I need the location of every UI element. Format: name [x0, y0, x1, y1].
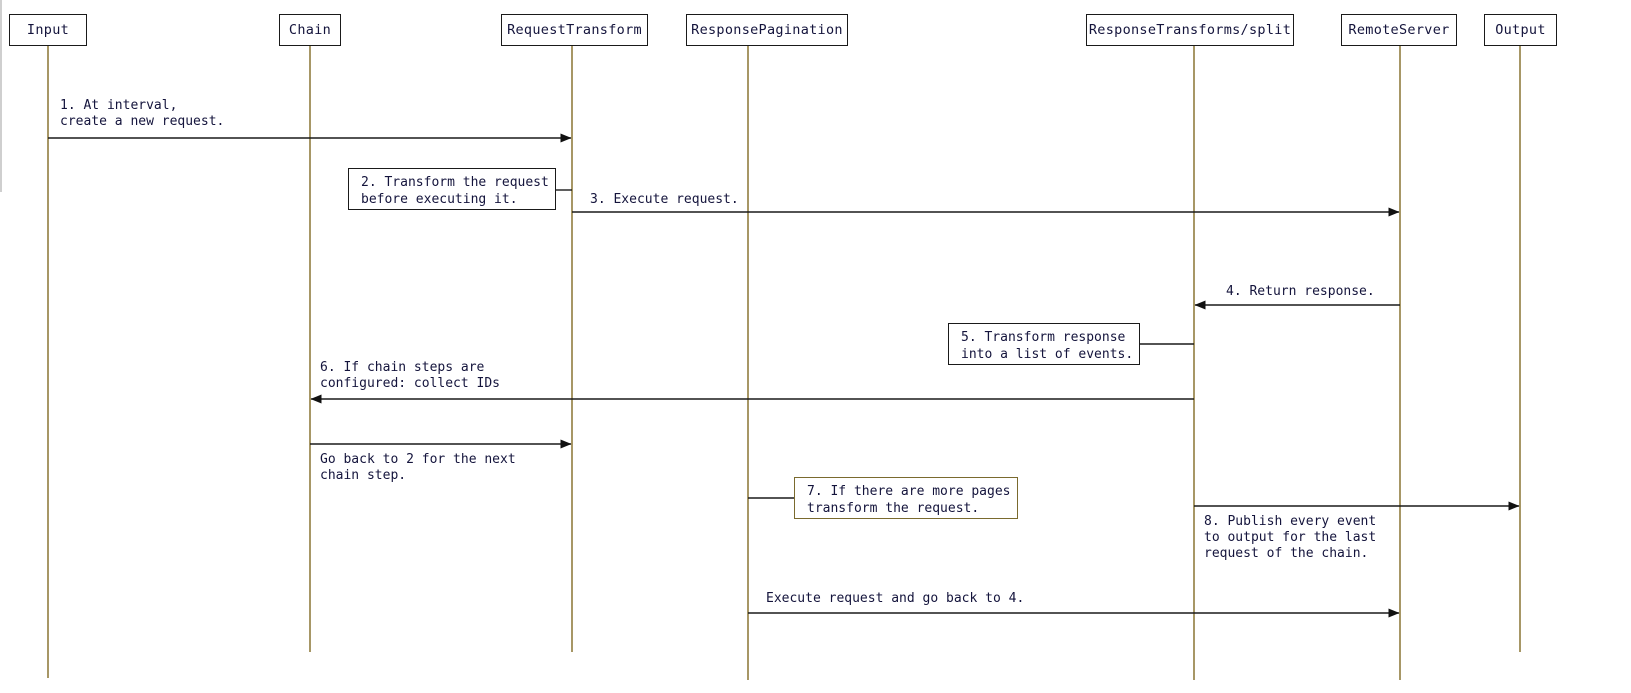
lifelines-group: [47, 46, 1521, 680]
message-label-msg-execback4: Execute request and go back to 4.: [766, 591, 1025, 606]
note-note-2[interactable]: 2. Transform the request before executin…: [348, 168, 556, 210]
actor-label: ResponseTransforms/split: [1088, 22, 1292, 38]
actor-label: RemoteServer: [1348, 22, 1450, 38]
actor-header-output[interactable]: Output: [1484, 14, 1557, 46]
message-label-msg-6: 6. If chain steps are configured: collec…: [320, 360, 501, 391]
actor-label: Output: [1495, 22, 1546, 38]
actor-header-input[interactable]: Input: [9, 14, 87, 46]
message-label-msg-4: 4. Return response.: [1226, 284, 1375, 299]
actor-label: RequestTransform: [507, 22, 642, 38]
actor-header-remote[interactable]: RemoteServer: [1341, 14, 1457, 46]
actor-label: Input: [26, 22, 70, 38]
message-label-msg-3: 3. Execute request.: [590, 192, 739, 207]
actor-header-respgn[interactable]: ResponsePagination: [686, 14, 848, 46]
actor-label: Chain: [288, 22, 332, 38]
message-label-msg-8: 8. Publish every event to output for the…: [1204, 514, 1377, 561]
actor-header-chain[interactable]: Chain: [279, 14, 341, 46]
actor-header-reqxform[interactable]: RequestTransform: [501, 14, 648, 46]
note-note-7[interactable]: 7. If there are more pages transform the…: [794, 477, 1018, 519]
note-note-5[interactable]: 5. Transform response into a list of eve…: [948, 323, 1140, 365]
left-edge-artifact: [0, 0, 2, 192]
message-label-msg-goback2: Go back to 2 for the next chain step.: [320, 452, 516, 483]
message-arrows-group: [48, 133, 1520, 618]
actor-header-respxform[interactable]: ResponseTransforms/split: [1086, 14, 1294, 46]
message-label-msg-1: 1. At interval, create a new request.: [60, 98, 225, 129]
actor-label: ResponsePagination: [691, 22, 843, 38]
note-connectors-group: [556, 189, 1194, 499]
